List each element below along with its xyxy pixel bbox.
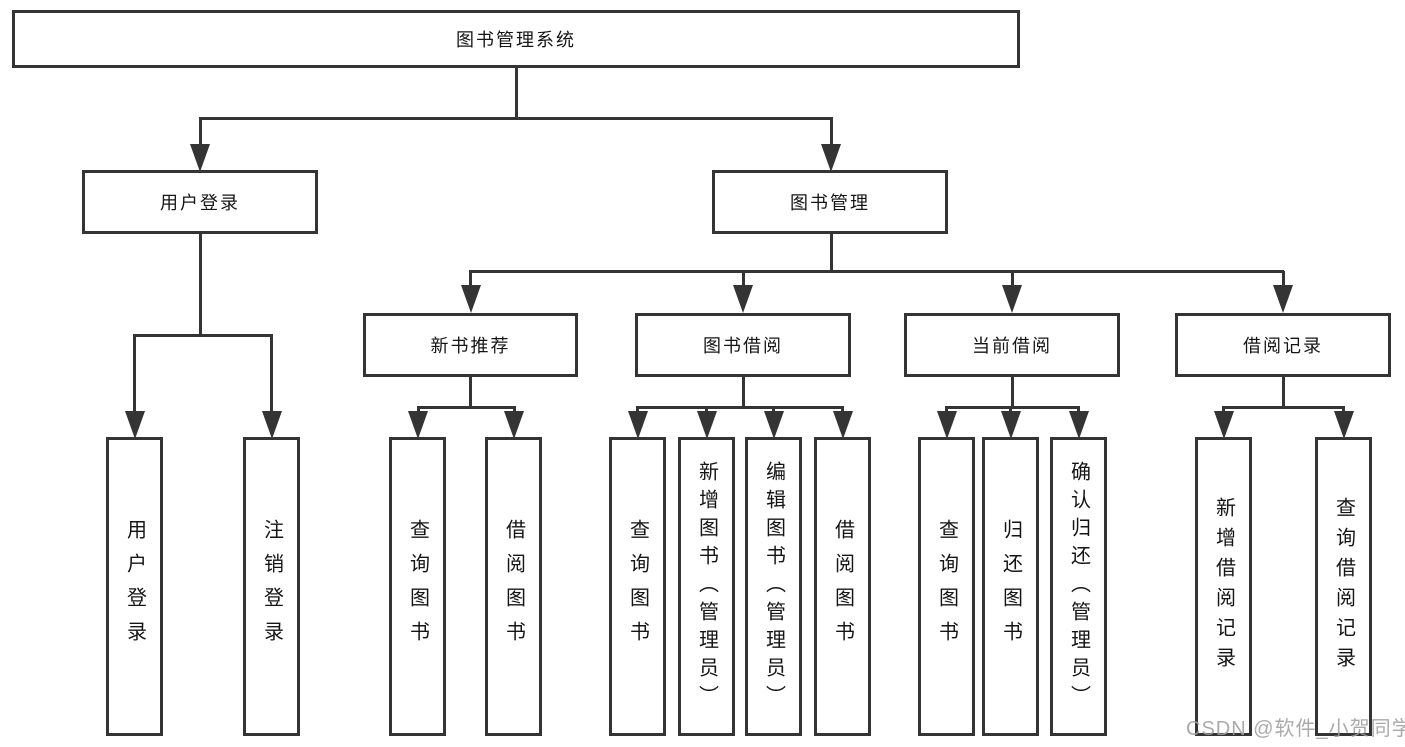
arrow-down-icon (124, 411, 145, 439)
arrow-down-icon (1273, 285, 1293, 313)
watermark: CSDN @软件_小贺同学 (1186, 718, 1405, 740)
connector-drop (772, 407, 775, 413)
arrow-down-icon (261, 411, 282, 439)
leaf-user-login: 用户登录 (106, 437, 163, 736)
connector-bookmgmt-stem (829, 234, 833, 272)
arrow-down-icon (1002, 285, 1022, 313)
arrow-down-icon (1068, 411, 1089, 439)
connector-drop (841, 407, 844, 413)
arrow-down-icon (1333, 411, 1354, 439)
leaf-newbook-borrow: 借阅图书 (485, 437, 542, 736)
connector-record-stem (1281, 377, 1285, 408)
connector-drop (512, 407, 516, 413)
node-root-title: 图书管理系统 (12, 10, 1020, 68)
arrow-down-icon (733, 285, 753, 313)
arrow-down-icon (1000, 411, 1021, 439)
connector-drop (1010, 271, 1014, 287)
connector-drop (198, 117, 202, 147)
connector-root-bar (198, 116, 833, 120)
leaf-borrow-edit-admin: 编辑图书（管理员） (745, 437, 802, 736)
connector-root-stem (514, 68, 518, 118)
leaf-current-return: 归还图书 (982, 437, 1039, 736)
leaf-current-query: 查询图书 (918, 437, 975, 736)
leaf-borrow-book: 借阅图书 (814, 437, 871, 736)
connector-record-bar (1222, 405, 1345, 409)
leaf-logout: 注销登录 (243, 437, 300, 736)
connector-borrow-stem (741, 377, 745, 408)
node-user-login: 用户登录 (82, 170, 318, 234)
connector-userlogin-stem (198, 234, 202, 335)
arrow-down-icon (936, 411, 957, 439)
connector-newbook-bar (416, 405, 516, 409)
arrow-down-icon (504, 411, 524, 439)
connector-drop (1009, 407, 1012, 413)
leaf-record-query: 查询借阅记录 (1315, 437, 1372, 736)
connector-drop (636, 407, 639, 413)
leaf-newbook-query: 查询图书 (389, 437, 446, 736)
arrow-down-icon (627, 411, 648, 439)
connector-current-bar (945, 405, 1080, 409)
connector-drop (1342, 407, 1345, 413)
connector-drop (133, 335, 136, 413)
connector-drop (741, 271, 745, 287)
connector-drop (469, 271, 472, 287)
connector-current-stem (1010, 377, 1014, 408)
arrow-down-icon (821, 144, 841, 172)
arrow-down-icon (832, 411, 853, 439)
connector-drop (705, 407, 708, 413)
node-new-book-recommend: 新书推荐 (363, 313, 578, 377)
connector-newbook-stem (469, 377, 472, 408)
connector-drop (1281, 271, 1285, 287)
arrow-down-icon (696, 411, 717, 439)
connector-borrow-bar (636, 405, 844, 409)
connector-bookmgmt-bar (469, 269, 1284, 273)
connector-drop (416, 407, 420, 413)
leaf-current-confirm-admin: 确认归还（管理员） (1050, 437, 1107, 736)
connector-drop (1077, 407, 1080, 413)
connector-userlogin-bar (133, 333, 273, 337)
connector-drop (270, 335, 273, 413)
leaf-borrow-add-admin: 新增图书（管理员） (678, 437, 735, 736)
connector-drop (945, 407, 948, 413)
node-book-management: 图书管理 (712, 170, 948, 234)
node-current-borrowing: 当前借阅 (904, 313, 1120, 377)
leaf-borrow-query: 查询图书 (609, 437, 666, 736)
arrow-down-icon (460, 285, 481, 313)
node-borrowing-record: 借阅记录 (1175, 313, 1391, 377)
leaf-record-add: 新增借阅记录 (1195, 437, 1252, 736)
arrow-down-icon (763, 411, 784, 439)
connector-drop (829, 117, 833, 147)
arrow-down-icon (1213, 411, 1234, 439)
connector-drop (1222, 407, 1225, 413)
arrow-down-icon (190, 144, 210, 172)
node-book-borrowing: 图书借阅 (635, 313, 851, 377)
arrow-down-icon (408, 411, 428, 439)
